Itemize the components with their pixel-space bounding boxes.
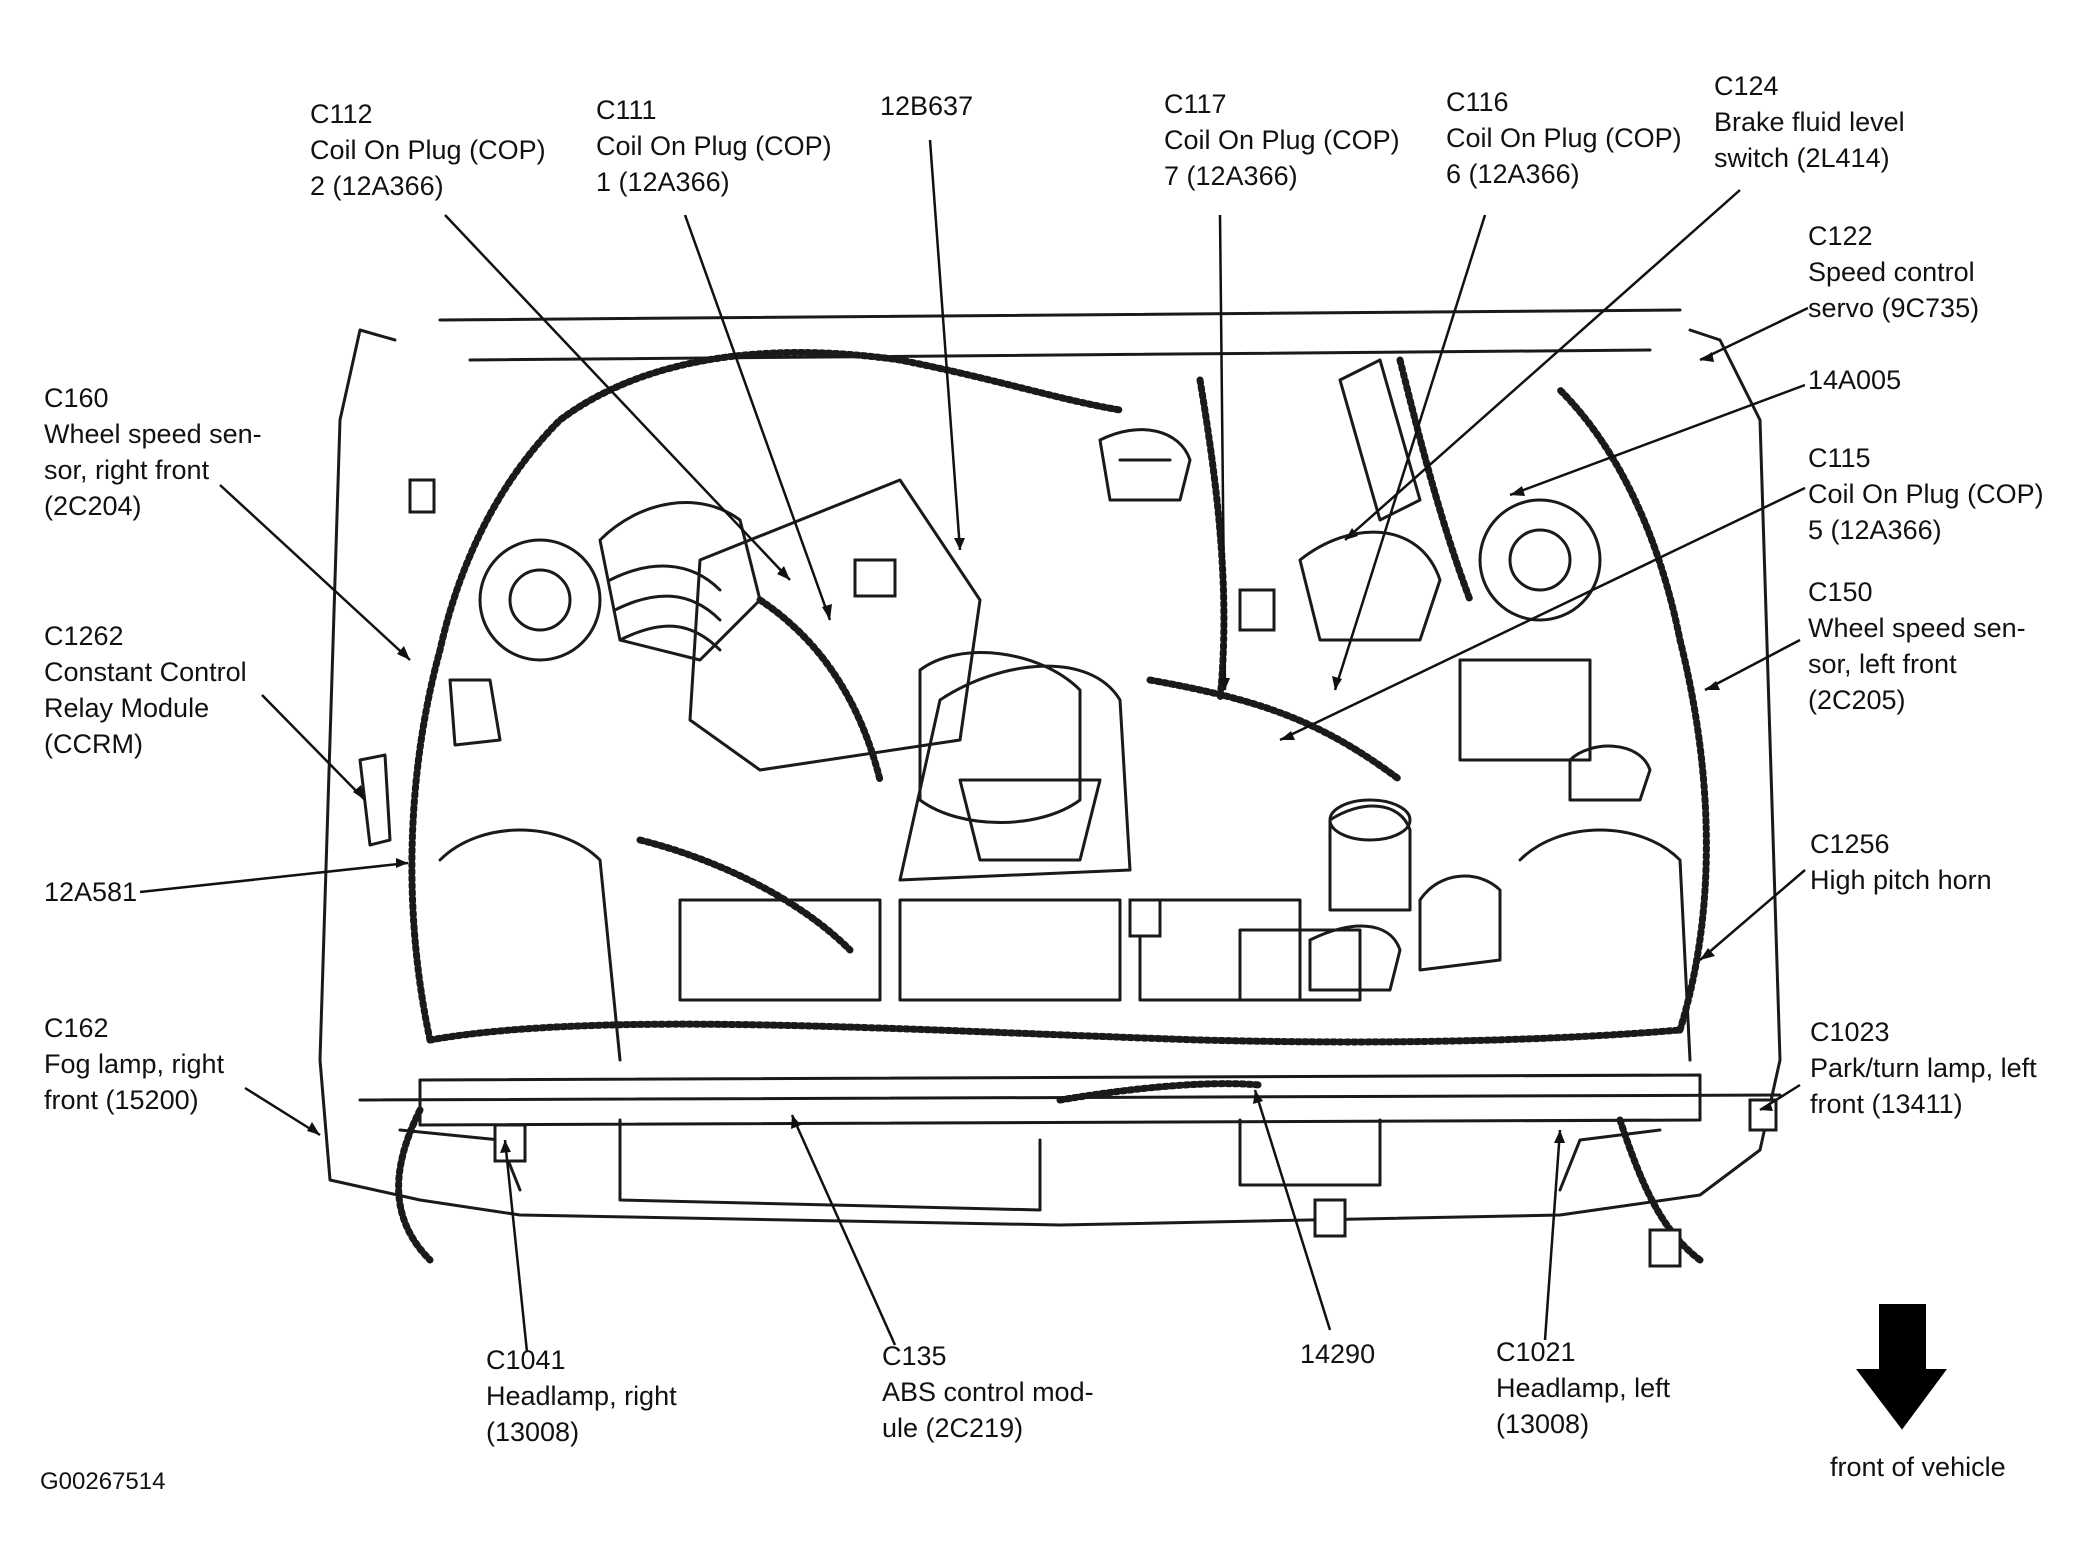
callout-12b637: 12B637 [880,91,974,121]
callout-14a005: 14A005 [1808,365,1902,395]
figure-id: G00267514 [40,1468,166,1495]
oil-cap [1098,428,1192,502]
front-of-vehicle-label: front of vehicle [1830,1452,2006,1482]
fuse-box [1458,658,1592,762]
wiring-harness-right [408,349,1124,1044]
connector-c160-body [408,478,436,514]
front-of-vehicle-arrow [1855,1304,1947,1430]
wiring-harness-main [426,1020,1684,1046]
ccrm-module [448,678,502,747]
brake-booster [1328,804,1412,912]
wiring-harness-left [1556,386,1710,1034]
valve-cover [898,664,1132,882]
air-intake-tube [1338,358,1422,522]
callout-14290: 14290 [1300,1339,1376,1369]
throttle-body [918,651,1082,824]
intake-manifold [688,478,982,772]
body-outline [318,328,1782,1227]
callout-12a581: 12A581 [44,877,138,907]
connector-c1041 [1313,1198,1347,1238]
